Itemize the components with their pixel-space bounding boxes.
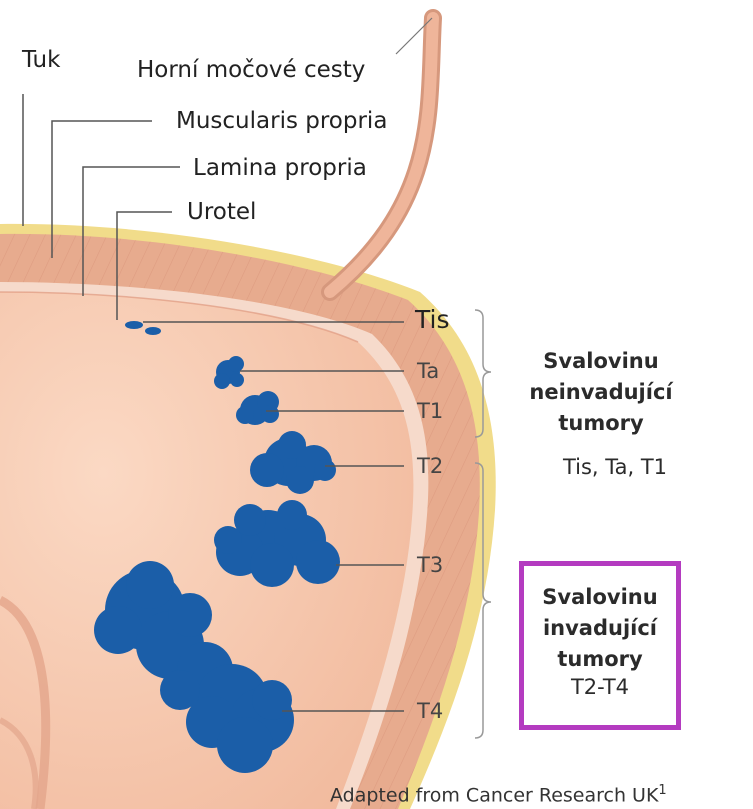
- label-upper-urinary-tract: Horní močové cesty: [137, 57, 365, 83]
- source-note: Adapted from Cancer Research UK1: [330, 783, 667, 806]
- label-stage-t4: T4: [417, 699, 443, 723]
- invasive-title-line-1: Svalovinu: [519, 582, 681, 613]
- label-stage-tis: Tis: [415, 305, 449, 334]
- source-text: Adapted from Cancer Research UK: [330, 784, 658, 806]
- non-invasive-title-line-3: tumory: [519, 408, 683, 439]
- group-non-invasive: Svalovinu neinvadující tumory: [519, 346, 683, 439]
- invasive-stages: T2-T4: [519, 675, 681, 699]
- non-invasive-stages: Tis, Ta, T1: [533, 455, 697, 479]
- non-invasive-title-line-1: Svalovinu: [519, 346, 683, 377]
- invasive-title-line-2: invadující: [519, 613, 681, 644]
- non-invasive-title-line-2: neinvadující: [519, 377, 683, 408]
- label-urothelium: Urotel: [187, 199, 256, 225]
- label-lamina-propria: Lamina propria: [193, 155, 367, 181]
- label-fat: Tuk: [22, 47, 60, 73]
- label-muscularis-propria: Muscularis propria: [176, 108, 387, 134]
- label-stage-t1: T1: [417, 399, 443, 423]
- label-stage-t2: T2: [417, 454, 443, 478]
- group-invasive: Svalovinu invadující tumory T2-T4: [519, 582, 681, 699]
- invasive-title-line-3: tumory: [519, 644, 681, 675]
- label-stage-t3: T3: [417, 553, 443, 577]
- source-reference: 1: [658, 783, 666, 798]
- label-stage-ta: Ta: [417, 359, 439, 383]
